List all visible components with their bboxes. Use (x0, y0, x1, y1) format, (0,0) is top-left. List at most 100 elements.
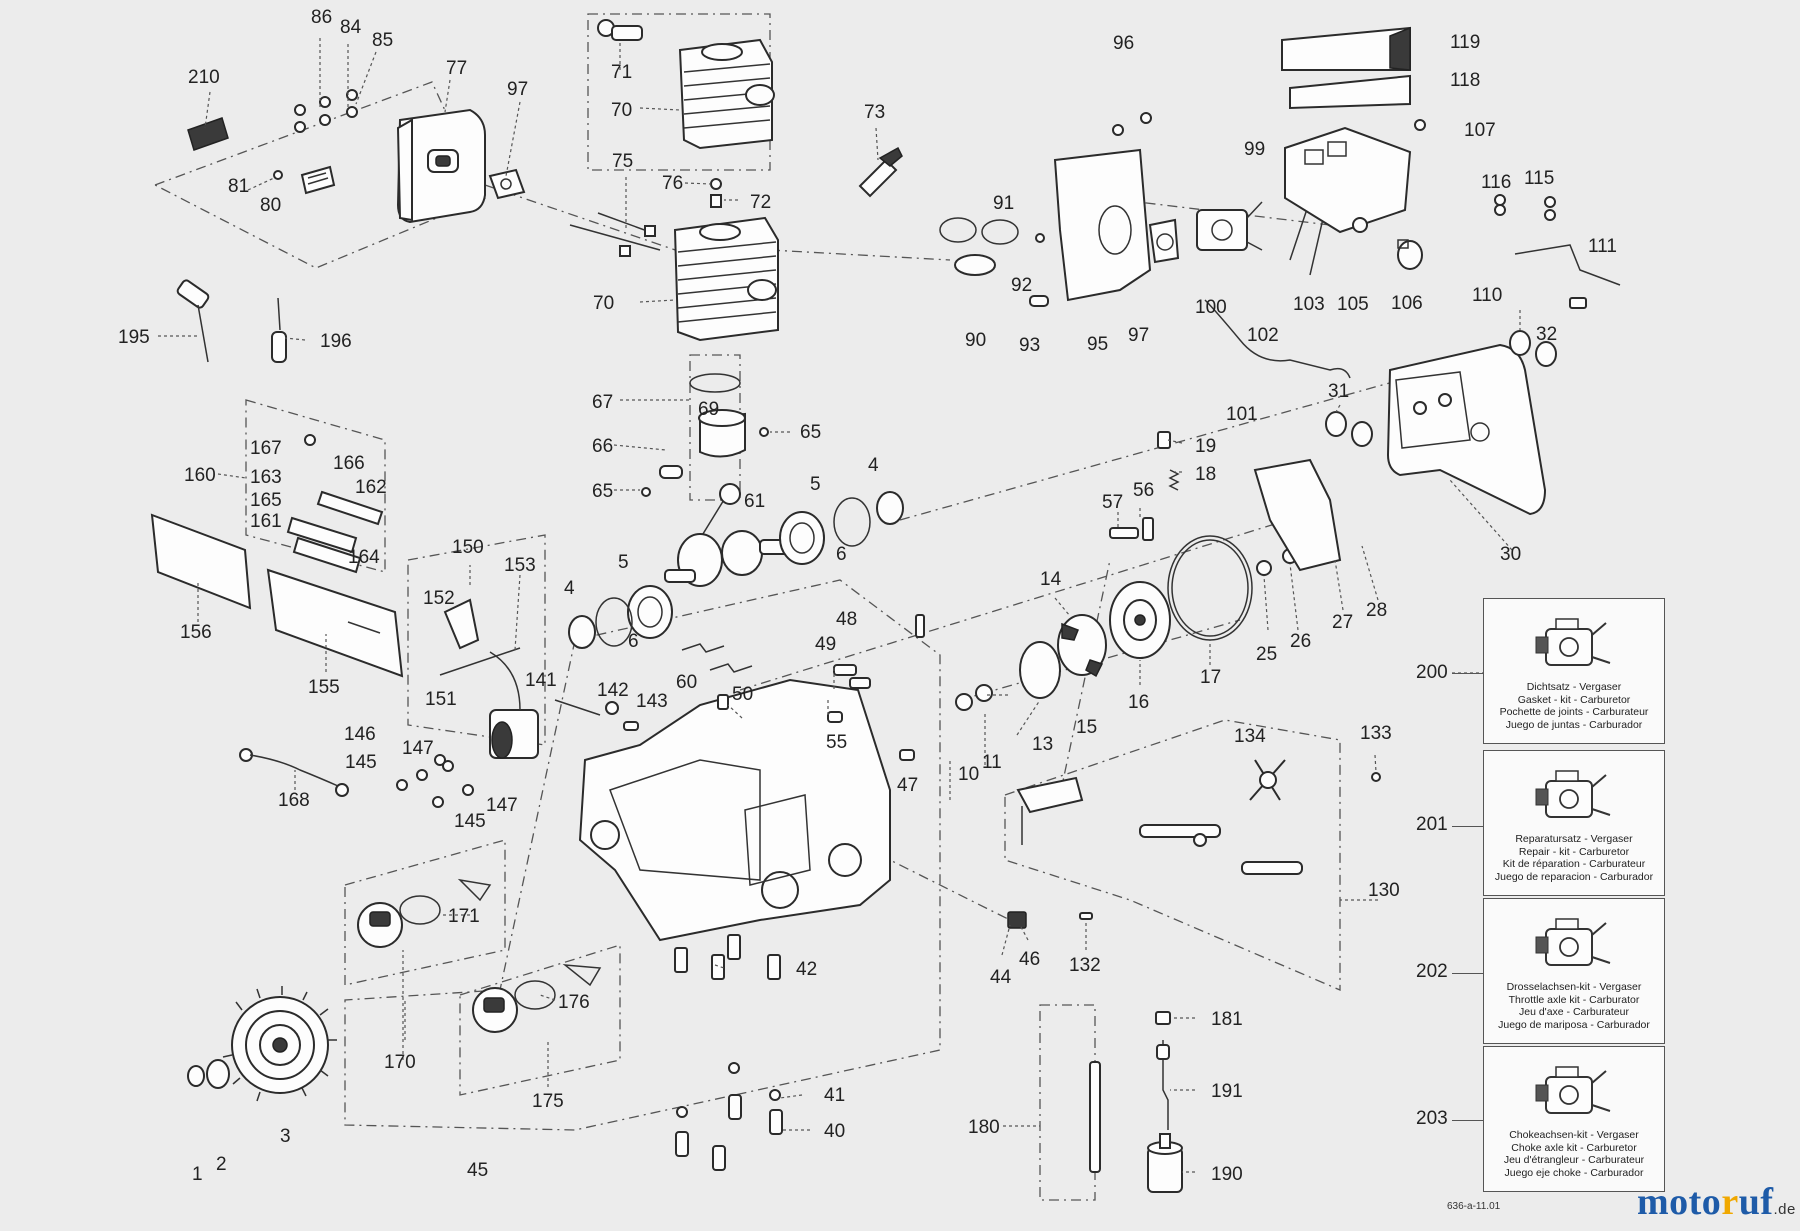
callout-26: 26 (1290, 631, 1311, 652)
callout-32: 32 (1536, 324, 1557, 345)
callout-6: 6 (628, 631, 639, 652)
nut-32-a (1509, 330, 1531, 356)
nut-32-b (1535, 341, 1557, 367)
callout-18: 18 (1195, 464, 1216, 485)
filter-mesh-118 (1289, 74, 1411, 110)
callout-146: 146 (344, 724, 376, 745)
brake-linkage-130 (1016, 776, 1303, 875)
bolt-141 (554, 699, 601, 716)
callout-13: 13 (1032, 734, 1053, 755)
muffler-washers (294, 89, 358, 133)
tool-180 (1089, 1061, 1101, 1173)
brake-band-17 (1167, 535, 1253, 641)
callout-76: 76 (662, 173, 683, 194)
small-parts-47-57 (717, 614, 925, 761)
callout-90: 90 (965, 330, 986, 351)
callout-leaders (158, 38, 1521, 1173)
callout-147: 147 (402, 738, 434, 759)
callout-145: 145 (454, 811, 486, 832)
bar-cover-156 (150, 513, 252, 610)
callout-25: 25 (1256, 644, 1277, 665)
callout-56: 56 (1133, 480, 1154, 501)
carburetor-icon (1535, 618, 1611, 666)
callout-175: 175 (532, 1091, 564, 1112)
coil-screws-145-147 (396, 754, 474, 808)
oil-pump-171 (357, 878, 492, 948)
callout-86: 86 (311, 7, 332, 28)
chain-link-group-frame (245, 399, 386, 573)
callout-5: 5 (810, 474, 821, 495)
callout-42: 42 (796, 959, 817, 980)
callout-102: 102 (1247, 325, 1279, 346)
kit-number-203: 203 (1416, 1108, 1448, 1129)
callout-72: 72 (750, 192, 771, 213)
screws-115-116 (1494, 194, 1556, 221)
chain-links-161-166 (286, 434, 384, 574)
ignition-group-frame (407, 534, 546, 746)
callout-167: 167 (250, 438, 282, 459)
callout-103: 103 (1293, 294, 1325, 315)
callout-95: 95 (1087, 334, 1108, 355)
callout-118: 118 (1450, 70, 1480, 91)
chain-brake-group-frame (1004, 719, 1341, 991)
kit-box-202: Drosselachsen-kit - Vergaser Throttle ax… (1483, 898, 1665, 1044)
callout-92: 92 (1011, 275, 1032, 296)
callout-50: 50 (732, 684, 753, 705)
callout-11: 11 (982, 752, 1002, 773)
brand-logo[interactable]: motoruf.de (1637, 1180, 1796, 1224)
flywheel-3 (222, 986, 337, 1102)
callout-111: 111 (1588, 236, 1617, 257)
tension-slide-56-57 (1109, 517, 1154, 541)
crankcase-group-frame (344, 579, 941, 1131)
decomp-valve-71 (597, 19, 643, 41)
pin-132 (1079, 912, 1093, 920)
callout-107: 107 (1464, 120, 1496, 141)
callout-1: 1 (192, 1164, 203, 1185)
callout-176: 176 (558, 992, 590, 1013)
callout-41: 41 (824, 1085, 845, 1106)
kit-200-text-en: Gasket - kit - Carburetor (1517, 693, 1631, 706)
ignition-coil-150 (439, 598, 539, 759)
fuel-filter-190 (1147, 1133, 1183, 1193)
circlip-65-right (759, 427, 769, 437)
callout-152: 152 (423, 588, 455, 609)
callout-47: 47 (897, 775, 918, 796)
callout-80: 80 (260, 195, 281, 216)
spark-plug-73 (858, 146, 903, 198)
air-filter-119 (1281, 26, 1411, 71)
callout-99: 99 (1244, 139, 1265, 160)
oil-pump-group-frame (344, 839, 506, 986)
kit-box-200: Dichtsatz - Vergaser Gasket - kit - Carb… (1483, 598, 1665, 744)
callout-142: 142 (597, 680, 629, 701)
callout-171: 171 (448, 906, 480, 927)
callout-143: 143 (636, 691, 668, 712)
pin-143 (623, 721, 639, 731)
callout-191: 191 (1211, 1081, 1243, 1102)
callout-100: 100 (1195, 297, 1227, 318)
callout-16: 16 (1128, 692, 1149, 713)
callout-190: 190 (1211, 1164, 1243, 1185)
callout-2: 2 (216, 1154, 227, 1175)
plug-76 (710, 178, 722, 190)
screw-133 (1371, 772, 1381, 782)
callout-60: 60 (676, 672, 697, 693)
clutch-14 (1057, 614, 1107, 678)
kit-leader-202 (1452, 973, 1483, 974)
chain-brake-lever-134 (1249, 759, 1286, 801)
washer-11 (975, 684, 993, 702)
callout-3: 3 (280, 1126, 291, 1147)
clutch-drum-16 (1109, 581, 1171, 659)
carburetor-icon (1535, 918, 1611, 966)
tank-cap-176 (472, 964, 602, 1033)
bearing-6-left (627, 585, 673, 639)
brand-part3: uf (1738, 1181, 1774, 1223)
box-wrench-195 (176, 279, 210, 363)
kit-200-text-fr: Pochette de joints - Carburateur (1499, 706, 1649, 719)
spring-60 (681, 643, 753, 673)
crankcase-45 (578, 678, 891, 942)
carburetor-icon (1535, 770, 1611, 818)
nut-31-a (1325, 411, 1347, 437)
piston-69 (698, 409, 746, 458)
callout-151: 151 (425, 689, 457, 710)
